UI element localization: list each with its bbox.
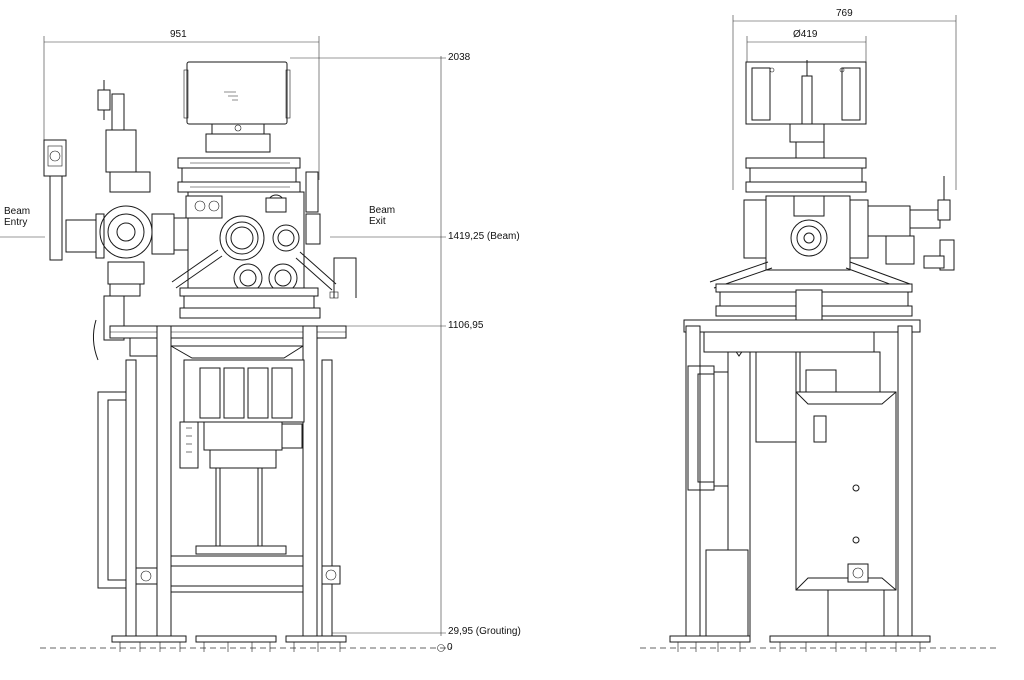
beam-entry-label-line2: Entry <box>4 217 28 228</box>
front-view <box>43 61 357 652</box>
beam-exit-label-line2: Exit <box>369 216 386 227</box>
beam-entry-label-line1: Beam <box>4 206 31 217</box>
beam-exit-label-line1: Beam <box>369 205 396 216</box>
side-width-dimension: 769 <box>836 8 853 19</box>
zero-dimension: 0 <box>447 642 453 653</box>
side-diameter-dimension: Ø419 <box>793 29 818 40</box>
total-height-dimension: 2038 <box>448 52 471 63</box>
grouting-dimension: 29,95 (Grouting) <box>448 626 521 637</box>
front-width-dimension: 951 <box>170 29 187 40</box>
table-height-dimension: 1106,95 <box>448 320 484 331</box>
dimension-lines <box>0 15 1000 652</box>
beam-height-dimension: 1419,25 (Beam) <box>448 231 520 242</box>
side-view <box>669 60 955 652</box>
